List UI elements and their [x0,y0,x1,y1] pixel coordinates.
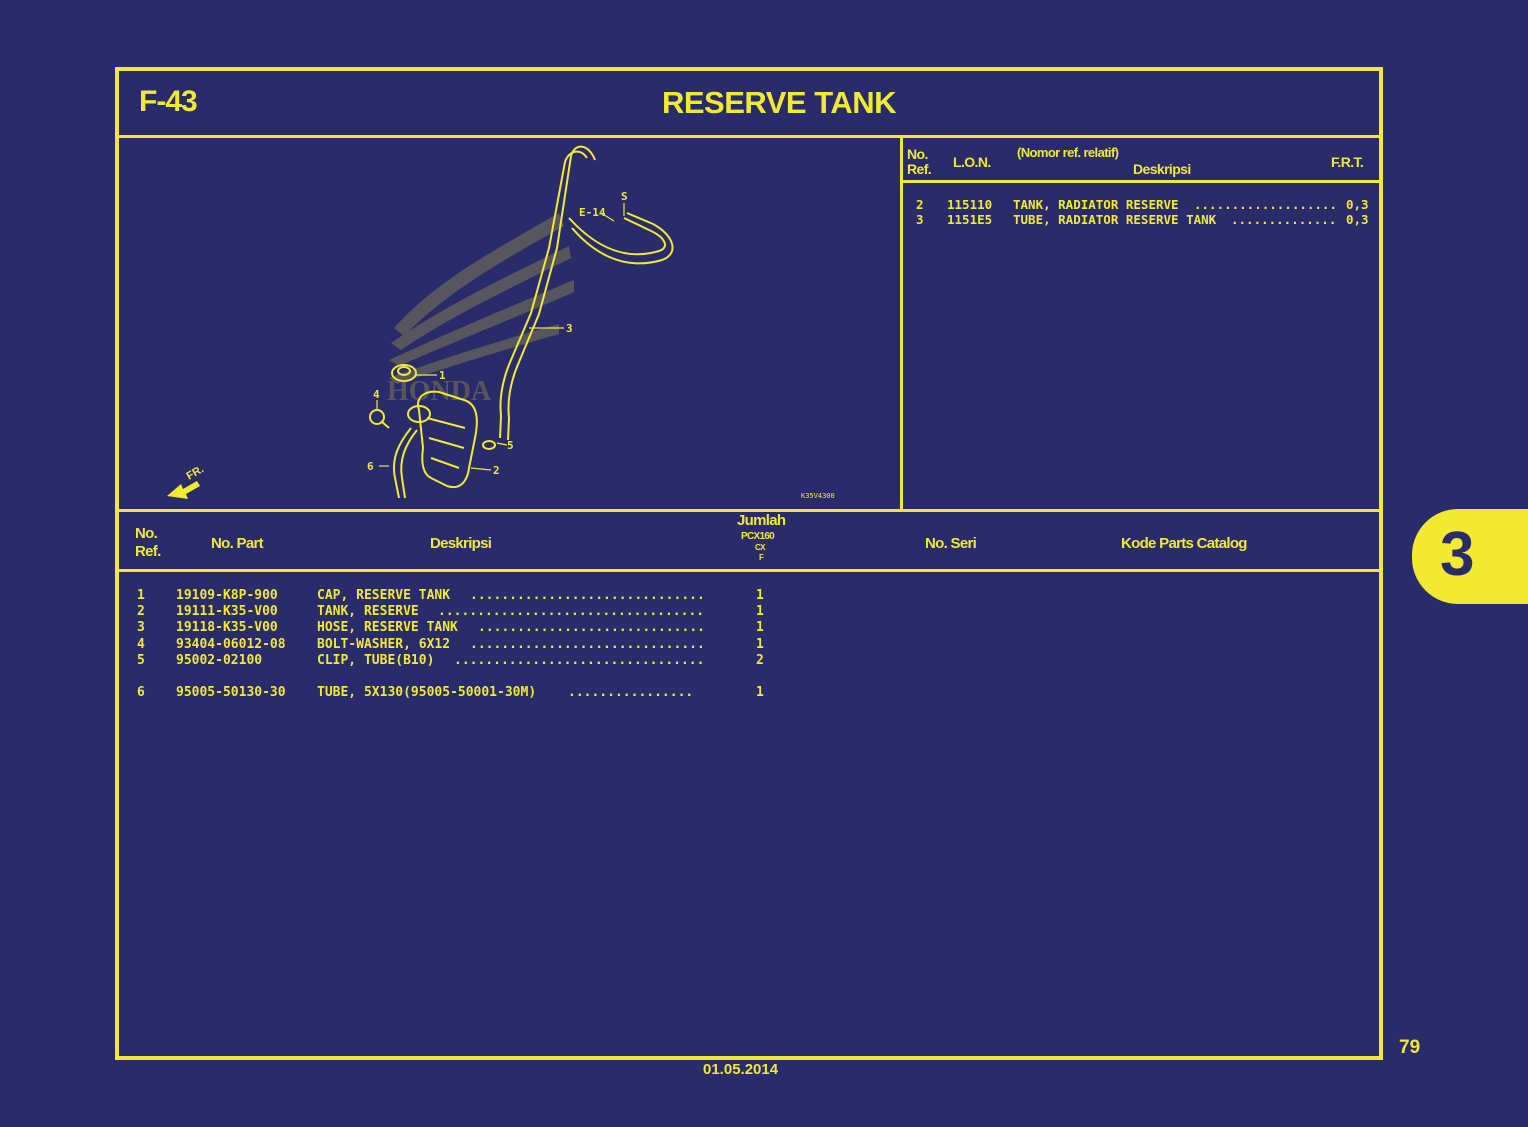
parts-header-variant: CX [755,543,765,552]
parts-row: 3 19118-K35-V00 HOSE, RESERVE TANK .....… [119,620,764,636]
rel-dots: .............. [1231,212,1337,227]
front-label: FR. [185,463,206,482]
callout-4: 4 [373,388,380,401]
rel-frt: 0,3 [1346,197,1369,212]
parts-ref: 1 [137,588,145,603]
page-title: RESERVE TANK [661,85,897,120]
rel-frt: 0,3 [1346,212,1369,227]
diagram-divider [119,509,1379,512]
callout-3: 3 [566,322,573,335]
figure-code: F-43 [139,85,198,118]
parts-header-deskripsi: Deskripsi [430,535,492,552]
parts-dots: ............................. [478,620,705,635]
parts-ref: 6 [137,685,145,700]
parts-dots: ................ [568,685,694,700]
page-number: 79 [1399,1037,1421,1058]
parts-row: 2 19111-K35-V00 TANK, RESERVE ..........… [119,604,764,620]
parts-row: 1 19109-K8P-900 CAP, RESERVE TANK ......… [119,588,764,604]
parts-ref: 3 [137,620,145,635]
parts-header-jumlah: Jumlah [737,512,786,529]
honda-wing-watermark: HONDA [387,213,574,407]
rel-ref: 3 [916,212,924,227]
parts-ref: 4 [137,637,145,652]
leader-lines [376,203,625,471]
parts-table: No. Ref. No. Part Deskripsi Jumlah PCX16… [119,512,1379,1060]
title-divider [119,135,1379,138]
clip-part [482,440,496,450]
callout-5: 5 [507,439,514,452]
parts-header-no-seri: No. Seri [925,535,977,552]
parts-header-ref: Ref. [135,543,161,560]
exploded-diagram: HONDA [119,138,900,509]
parts-qty: 1 [756,637,764,652]
rel-header-no: No. [907,146,928,162]
parts-number: 93404-06012-08 [176,637,286,652]
diagram-svg: HONDA [167,145,835,500]
parts-qty: 1 [756,588,764,603]
front-arrow: FR. [167,463,206,499]
parts-row: 4 93404-06012-08 BOLT-WASHER, 6X12 .....… [119,637,764,653]
parts-dots: .............................. [470,588,705,603]
parts-number: 95005-50130-30 [176,685,286,700]
callout-6: 6 [367,460,374,473]
rel-header-frt: F.R.T. [1331,154,1364,170]
parts-header-divider [119,569,1379,572]
rel-header-ref: Ref. [907,161,932,177]
parts-dots: .............................. [470,637,705,652]
footer-date: 01.05.2014 [703,1061,779,1078]
parts-number: 19118-K35-V00 [176,620,278,635]
parts-number: 19109-K8P-900 [176,588,278,603]
rel-header-deskripsi: Deskripsi [1133,161,1191,177]
parts-qty: 1 [756,620,764,635]
parts-ref: 2 [137,604,145,619]
rel-row: 2 115110 TANK, RADIATOR RESERVE ........… [903,197,1369,213]
rel-header-nomor: (Nomor ref. relatif) [1017,145,1119,160]
rel-row: 3 1151E5 TUBE, RADIATOR RESERVE TANK ...… [903,212,1369,228]
section-tab-label: 3 [1440,520,1475,589]
parts-header-no: No. [135,525,158,542]
parts-header-no-part: No. Part [211,535,264,552]
parts-number: 19111-K35-V00 [176,604,278,619]
tube-part [393,427,418,499]
parts-desc: HOSE, RESERVE TANK [317,620,458,635]
parts-desc: TANK, RESERVE [317,604,419,619]
parts-row: 5 95002-02100 CLIP, TUBE(B10) ..........… [119,653,764,669]
parts-qty: 2 [756,653,764,668]
parts-desc: CAP, RESERVE TANK [317,588,451,603]
rel-dots: ................... [1194,197,1337,212]
rel-header-lon: L.O.N. [953,154,991,170]
parts-number: 95002-02100 [176,653,263,668]
bolt-part [369,409,390,429]
parts-header-kode: Kode Parts Catalog [1121,535,1247,552]
callout-2: 2 [493,464,500,477]
reserve-tank-part [391,364,478,488]
panel-divider [900,135,903,512]
parts-dots: ................................ [454,653,705,668]
rel-ref: 2 [916,197,924,212]
rel-lon: 115110 [947,197,993,212]
parts-row: 6 95005-50130-30 TUBE, 5X130(95005-50001… [119,685,764,701]
section-tab[interactable]: 3 [1412,509,1528,604]
parts-qty: 1 [756,685,764,700]
rel-lon: 1151E5 [947,212,993,227]
parts-header-model: PCX160 [741,531,775,542]
hose-part [499,145,674,441]
parts-ref: 5 [137,653,145,668]
callout-e14: E-14 [579,206,606,219]
parts-desc: CLIP, TUBE(B10) [317,653,435,668]
callout-s: S [621,190,628,203]
relative-table: No. Ref. L.O.N. (Nomor ref. relatif) Des… [903,138,1379,509]
rel-desc: TUBE, RADIATOR RESERVE TANK [1013,212,1217,227]
parts-qty: 1 [756,604,764,619]
drawing-code: K35V4300 [801,492,835,500]
parts-desc: TUBE, 5X130(95005-50001-30M) [317,685,537,700]
parts-dots: .................................. [438,604,705,619]
rel-desc: TANK, RADIATOR RESERVE [1013,197,1179,212]
callout-1: 1 [439,369,446,382]
parts-desc: BOLT-WASHER, 6X12 [317,637,451,652]
relative-header-divider [900,180,1379,183]
parts-header-type: F [759,553,764,562]
parts-catalog-frame: F-43 RESERVE TANK HONDA [115,67,1383,1060]
